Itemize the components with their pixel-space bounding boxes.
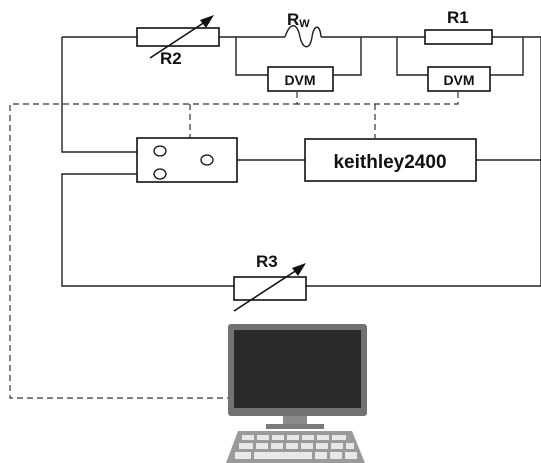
r3-arrowhead: [292, 263, 306, 276]
keithley-instrument: keithley2400: [304, 138, 477, 182]
r2-arrowhead: [200, 15, 214, 28]
r2-arrow-line: [149, 19, 209, 59]
wire-dvm-left-b: [333, 37, 362, 76]
r3-arrow-line: [233, 267, 301, 312]
keithley-label: keithley2400: [333, 152, 446, 173]
switch-body: [136, 137, 238, 183]
switch-terminal-top: [153, 145, 167, 157]
r2-body: [136, 27, 220, 47]
dvm-right: DVM: [427, 66, 491, 92]
computer: [226, 324, 367, 463]
control-lines: [9, 92, 459, 399]
wire-switch-to-r3: [61, 173, 234, 287]
wire-dvm-left-a: [235, 37, 268, 76]
r1-label: R1: [447, 8, 469, 27]
r2-label: R2: [160, 49, 182, 68]
wire-dvm-right-a: [396, 37, 428, 76]
wire-dvm-right-b: [490, 37, 524, 76]
keithley-box: [304, 138, 477, 182]
dvm-left: DVM: [267, 66, 334, 92]
switch-terminal-common: [200, 154, 214, 166]
switch-terminal-bottom: [153, 168, 167, 180]
dashed-dvm-to-computer: [9, 92, 298, 399]
dvm-left-label: DVM: [284, 72, 315, 88]
switch-box: [136, 137, 238, 183]
resistor-r2: R2: [136, 15, 220, 68]
wire-left-to-switch: [61, 37, 137, 153]
monitor-stand: [266, 424, 324, 429]
dvm-right-box: [427, 66, 491, 92]
dvm-right-label: DVM: [443, 72, 474, 88]
r3-label: R3: [256, 252, 278, 271]
resistor-rw: RW: [284, 10, 322, 48]
wires: [61, 36, 541, 287]
dvm-left-box: [267, 66, 334, 92]
keyboard-keys: [235, 435, 357, 459]
monitor-neck: [283, 416, 307, 425]
monitor-screen: [234, 330, 361, 408]
rw-coil: [284, 25, 322, 48]
dashed-dvm-right: [297, 92, 459, 105]
r1-body: [424, 29, 493, 45]
resistor-r3: R3: [233, 252, 307, 312]
resistor-r1: R1: [424, 8, 493, 45]
rw-label: RW: [287, 10, 310, 30]
